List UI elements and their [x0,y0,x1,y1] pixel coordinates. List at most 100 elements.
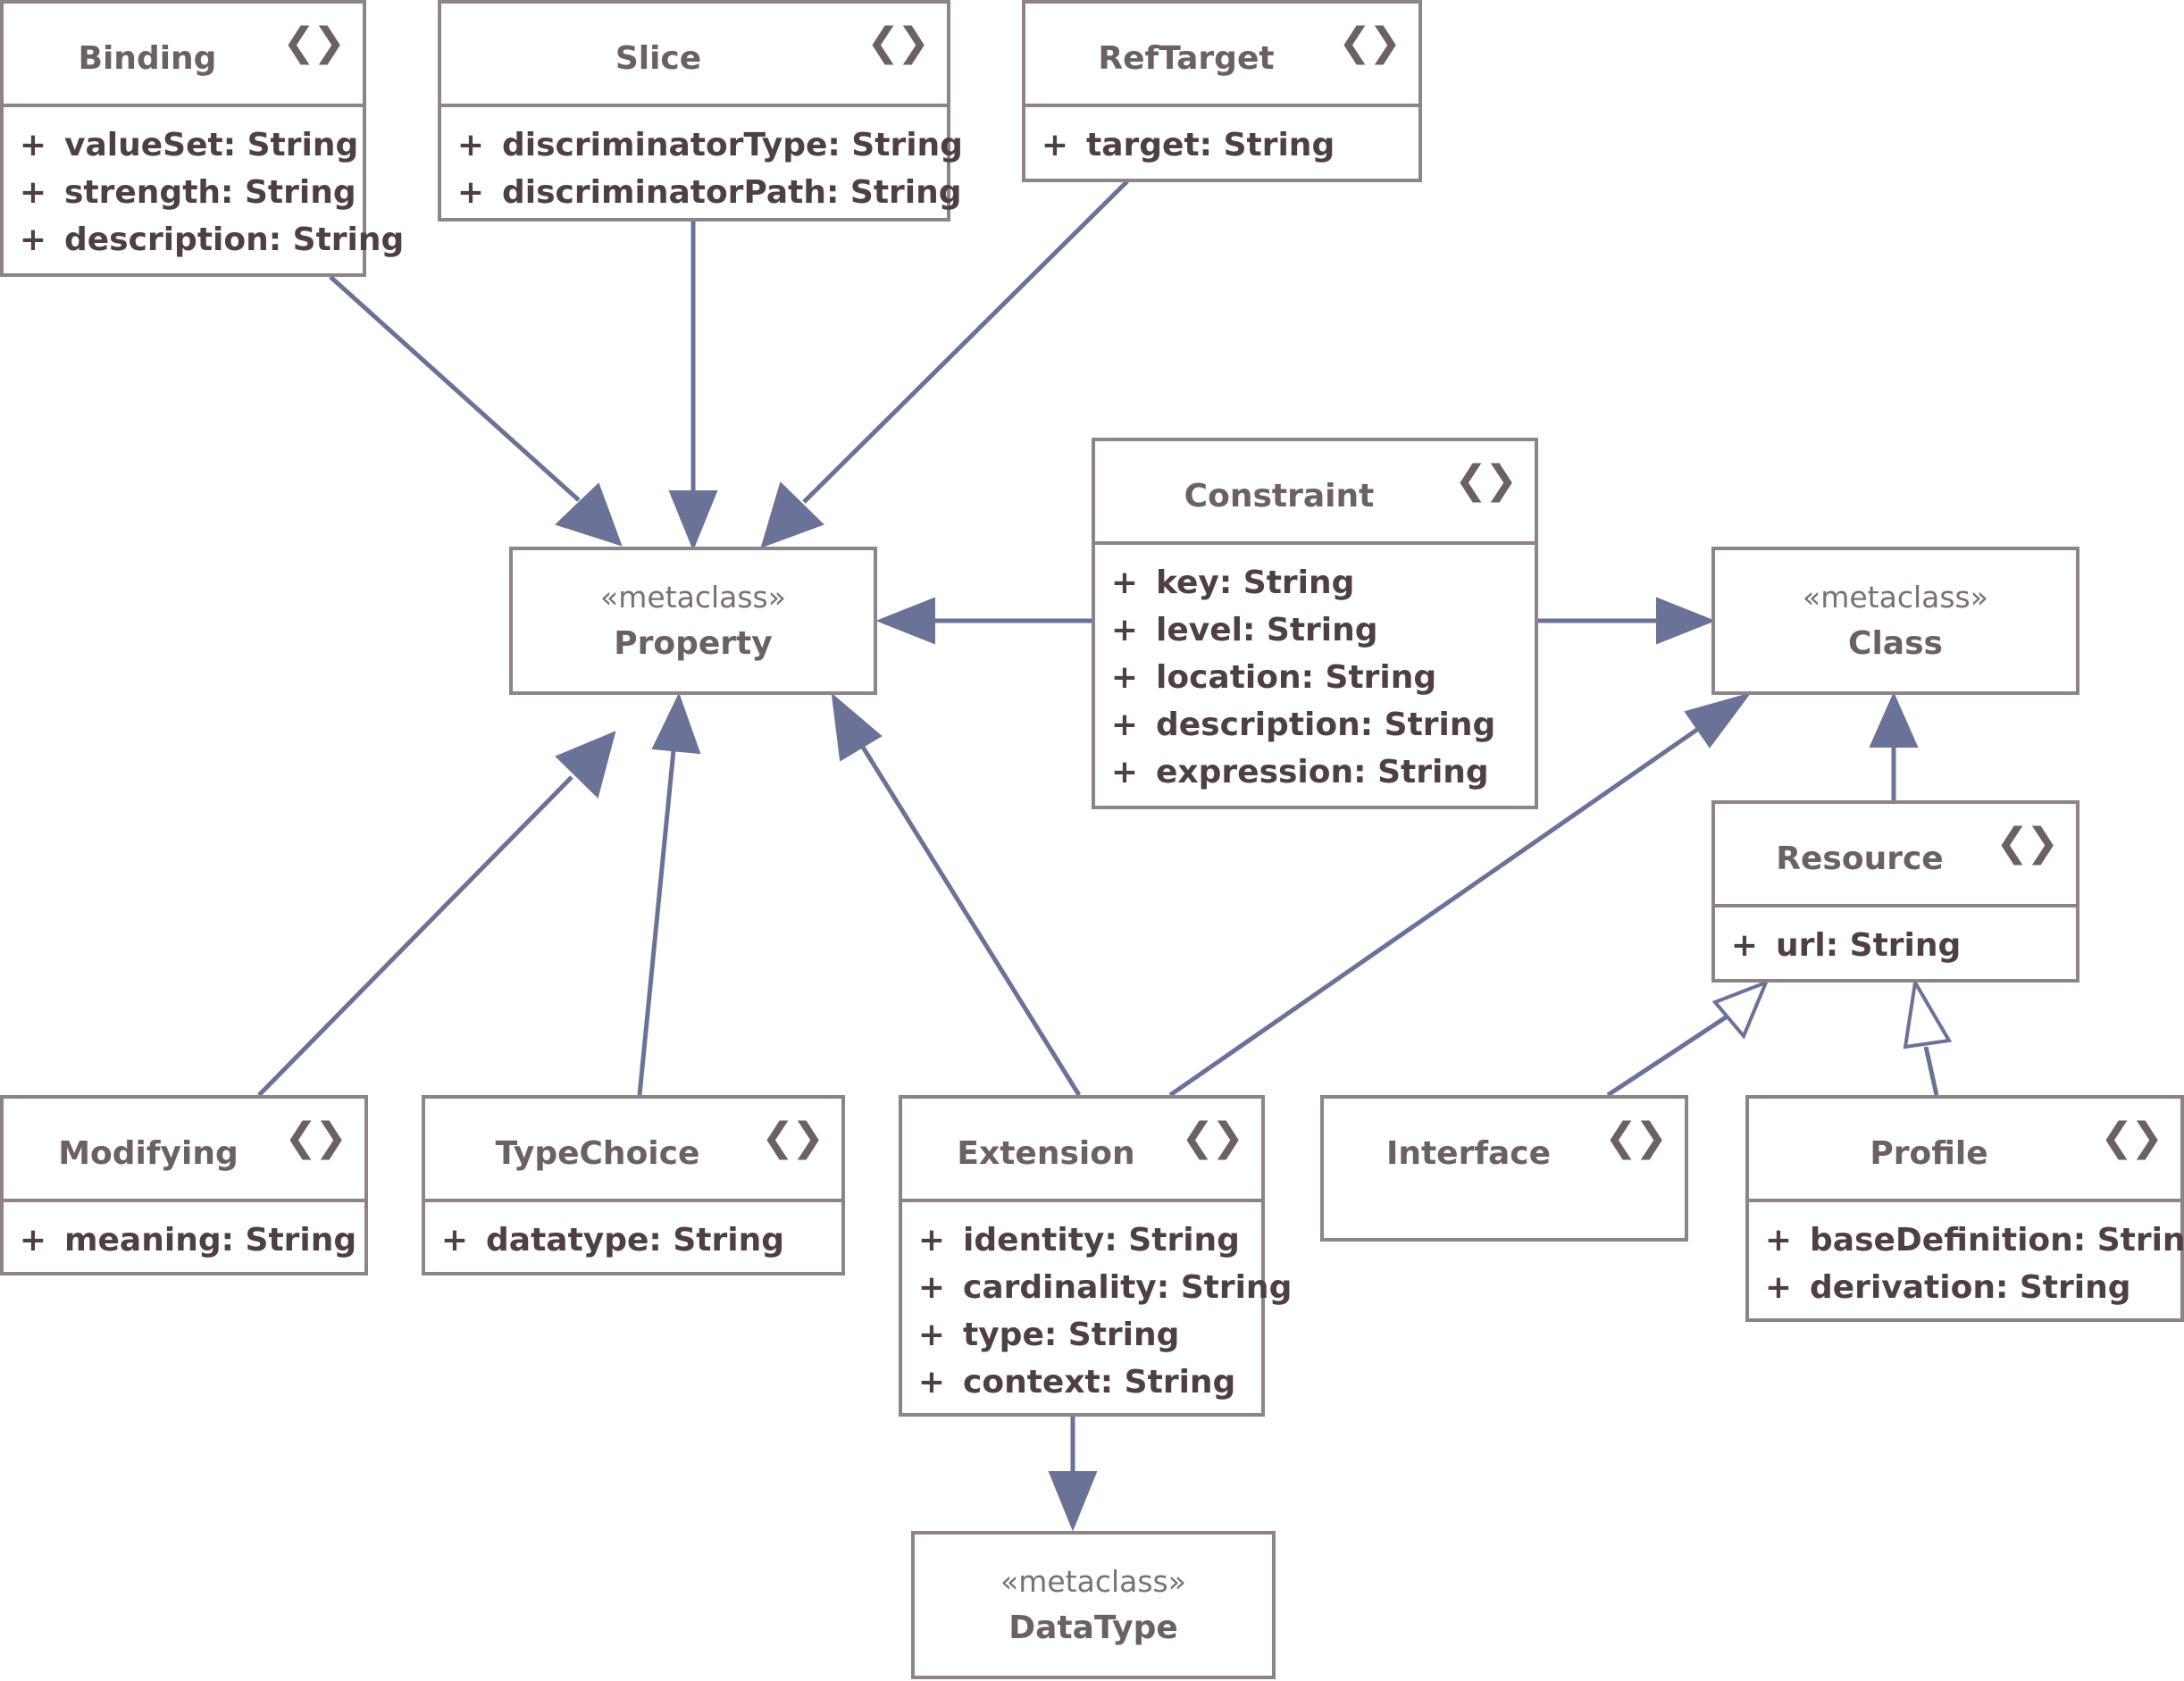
attribute-row: +cardinality: String [902,1264,1292,1311]
class-box-typechoice[interactable]: TypeChoice ❮❯ + datatype: String [422,1095,845,1275]
attribute-row: +type: String [902,1311,1261,1359]
attribute-text: type: String [963,1317,1180,1353]
attribute-row: + url: String [1715,922,2076,969]
collapse-toggle-icon[interactable]: ❮❯ [2100,1115,2163,1160]
metaclass-box-property[interactable]: «metaclass» Property [509,547,877,695]
class-header: RefTarget ❮❯ [1025,4,1418,104]
class-header: Resource ❮❯ [1715,804,2076,904]
class-box-resource[interactable]: Resource ❮❯ + url: String [1711,800,2079,983]
visibility-marker: + [1110,754,1139,790]
collapse-toggle-icon[interactable]: ❮❯ [284,1115,347,1160]
class-name: TypeChoice [495,1134,700,1172]
visibility-marker: + [440,1222,469,1259]
attribute-row: +level: String [1095,606,1535,654]
attribute-text: discriminatorType: String [502,127,963,163]
attribute-compartment: +identity: String +cardinality: String +… [902,1199,1292,1418]
arrowhead-constraint-class [1656,597,1716,645]
class-name: Profile [1870,1134,1988,1172]
class-box-extension[interactable]: Extension ❮❯ +identity: String +cardinal… [899,1095,1292,1418]
attribute-compartment: +key: String +level: String +location: S… [1095,541,1535,808]
attribute-text: description: String [1156,707,1496,743]
class-box-slice[interactable]: Slice ❮❯ +discriminatorType: String +dis… [438,0,963,222]
visibility-marker: + [1764,1222,1793,1259]
visibility-marker: + [19,222,47,258]
metaclass-name: DataType [1008,1610,1178,1646]
stereotype-label: «metaclass» [600,580,786,615]
class-box-profile[interactable]: Profile ❮❯ + baseDefinition: String +deri… [1745,1095,2184,1322]
attribute-text: meaning: String [64,1222,357,1259]
attribute-text: expression: String [1156,754,1489,790]
arrowhead-interface-resource [1711,979,1770,1040]
class-box-interface[interactable]: Interface ❮❯ [1320,1095,1688,1242]
collapse-toggle-icon[interactable]: ❮❯ [1338,20,1402,65]
class-header: TypeChoice ❮❯ [425,1099,841,1199]
attribute-row: +context: String [902,1359,1261,1406]
attribute-row: + description: String [1095,701,1535,749]
edge-modifying-to-property [257,775,573,1097]
attribute-text: derivation: String [1810,1269,2131,1306]
arrowhead-resource-class [1869,691,1919,748]
metaclass-label: «metaclass» DataType [915,1535,1272,1676]
edge-extension-to-property [857,740,1082,1097]
arrowhead-extension-datatype [1048,1471,1098,1532]
arrowhead-constraint-property [875,597,935,645]
attribute-row: + meaning: String [4,1217,364,1264]
attribute-text: url: String [1776,927,1962,964]
class-name: Constraint [1184,477,1375,514]
attribute-row: + baseDefinition: String [1749,1217,2184,1264]
attribute-text: identity: String [963,1222,1240,1259]
collapse-toggle-icon[interactable]: ❮❯ [1996,820,2059,866]
class-box-constraint[interactable]: Constraint ❮❯ +key: String +level: Strin… [1092,438,1538,809]
collapse-toggle-icon[interactable]: ❮❯ [866,20,930,65]
attribute-text: discriminatorPath: String [502,174,962,211]
class-name: Modifying [58,1134,238,1172]
visibility-marker: + [1110,707,1139,743]
class-header: Extension ❮❯ [902,1099,1261,1199]
collapse-toggle-icon[interactable]: ❮❯ [1604,1115,1668,1160]
class-header: Constraint ❮❯ [1095,441,1535,541]
visibility-marker: + [1110,659,1139,696]
attribute-row: +valueSet: String [4,121,363,169]
visibility-marker: + [456,174,485,211]
attribute-row: +identity: String [902,1217,1261,1264]
attribute-row: + location: String [1095,654,1535,701]
class-header: Binding ❮❯ [4,4,363,104]
metaclass-label: «metaclass» Property [513,550,874,691]
class-box-modifying[interactable]: Modifying ❮❯ + meaning: String [0,1095,368,1275]
visibility-marker: + [1730,927,1759,964]
edge-extension-to-class [1168,724,1703,1098]
metaclass-box-class[interactable]: «metaclass» Class [1711,547,2079,695]
visibility-marker: + [19,1222,47,1259]
attribute-compartment: + discriminatorType: String + discriminato… [441,104,963,229]
class-name: Interface [1385,1134,1552,1172]
attribute-text: target: String [1086,127,1335,163]
attribute-text: baseDefinition: String [1810,1222,2184,1259]
class-box-reftarget[interactable]: RefTarget ❮❯ + target: String [1022,0,1422,182]
collapse-toggle-icon[interactable]: ❮❯ [761,1115,824,1160]
edge-typechoice-to-property [637,749,676,1096]
class-name: Binding [78,39,217,77]
attribute-compartment: +valueSet: String +strength: String +des… [4,104,404,276]
metaclass-box-datatype[interactable]: «metaclass» DataType [911,1531,1276,1679]
class-box-binding[interactable]: Binding ❮❯ +valueSet: String + strength: … [0,0,404,277]
attribute-row: + strength: String [4,169,363,216]
attribute-text: level: String [1156,612,1378,648]
metaclass-label: «metaclass» Class [1715,550,2076,691]
attribute-row: +derivation: String [1749,1264,2180,1311]
attribute-row: + discriminatorPath: String [441,169,962,216]
arrowhead-profile-resource [1903,977,1953,1050]
stereotype-label: «metaclass» [1000,1564,1186,1599]
visibility-marker: + [917,1269,946,1306]
attribute-text: location: String [1156,659,1437,696]
attribute-text: datatype: String [486,1222,784,1259]
visibility-marker: + [1041,127,1069,163]
visibility-marker: + [19,174,47,211]
collapse-toggle-icon[interactable]: ❮❯ [282,20,346,65]
attribute-text: strength: String [64,174,356,211]
collapse-toggle-icon[interactable]: ❮❯ [1181,1115,1244,1160]
visibility-marker: + [19,127,47,163]
attribute-compartment: + target: String [1025,104,1418,181]
collapse-toggle-icon[interactable]: ❮❯ [1454,457,1518,503]
